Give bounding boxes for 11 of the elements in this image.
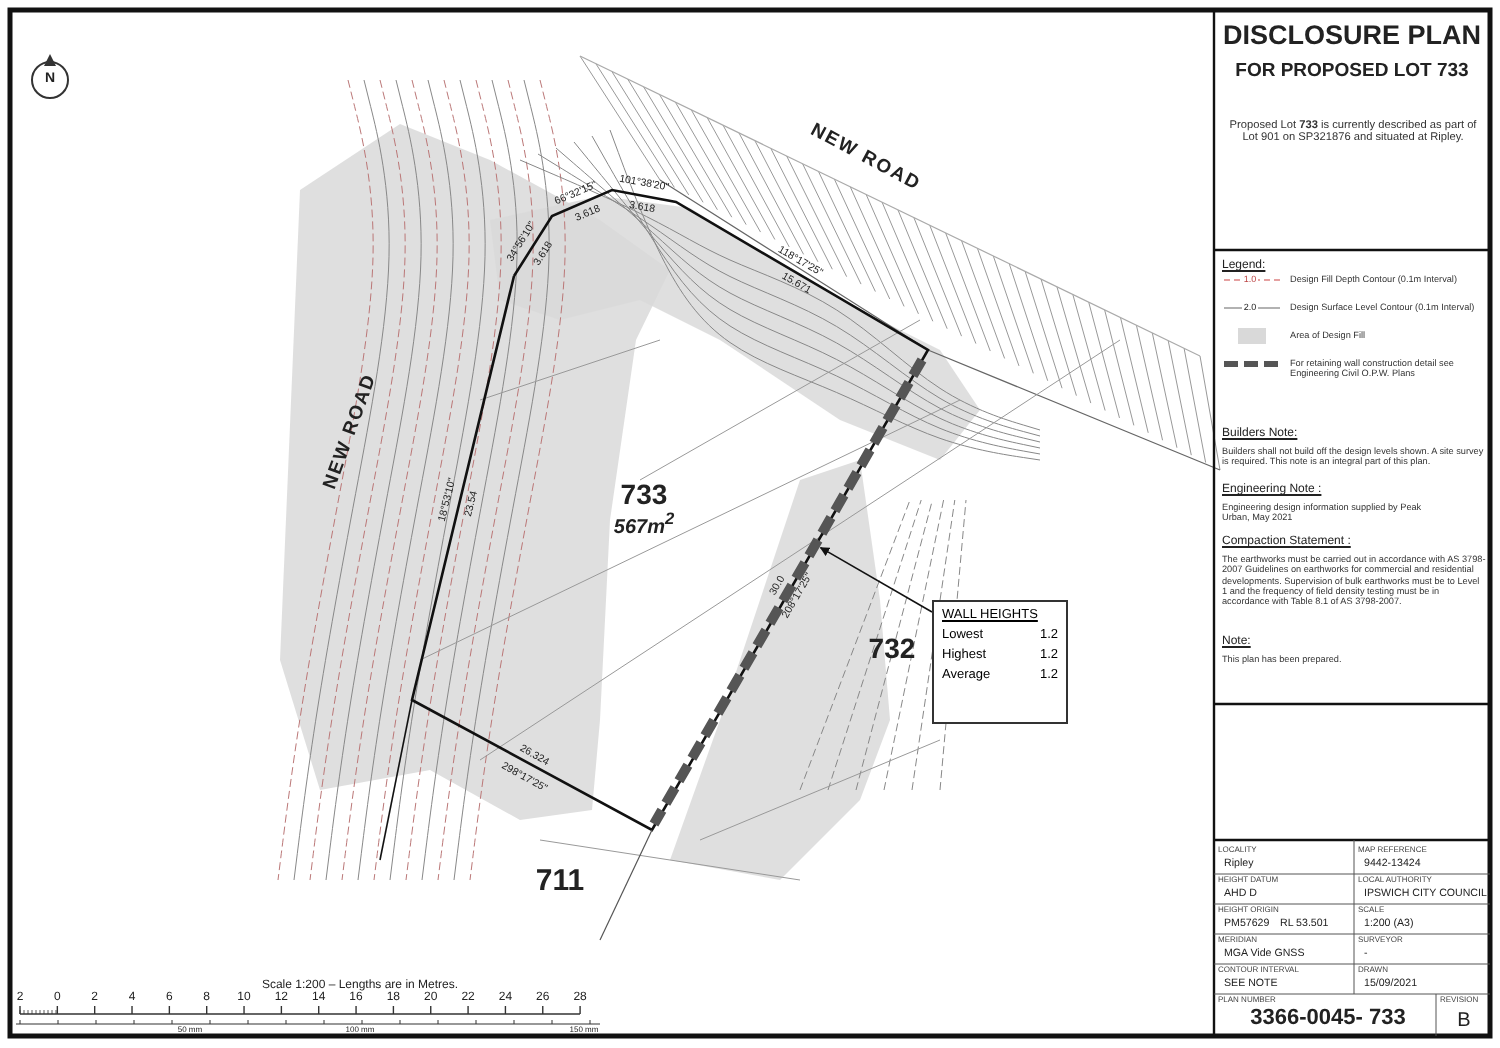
road-name: NEW ROAD <box>321 372 383 494</box>
plan-subtitle: FOR PROPOSED LOT 733 <box>1233 62 1471 84</box>
lot-area: 567m$^{2}$ <box>604 510 684 540</box>
lot-number: 733 <box>618 478 670 511</box>
lot-number: 711 <box>533 864 587 899</box>
wall-heights-table <box>932 600 1068 724</box>
revision-letter: B <box>1455 1010 1473 1033</box>
plan-title: DISCLOSURE PLAN <box>1220 20 1483 52</box>
lot-number: 732 <box>866 632 918 665</box>
leader-line <box>819 546 933 613</box>
plan-number: 3366-0045- 733 <box>1248 1006 1408 1032</box>
